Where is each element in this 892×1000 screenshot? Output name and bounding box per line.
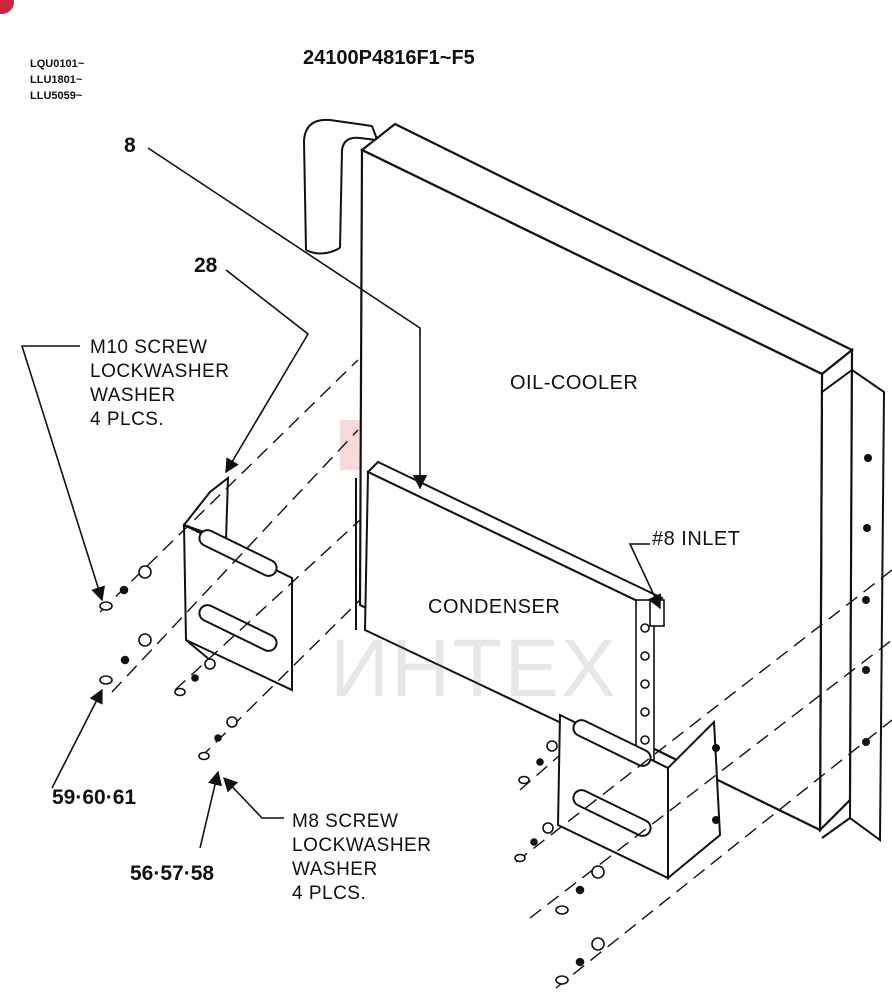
fasteners-left [99, 565, 238, 761]
leader-lines [20, 147, 662, 849]
callout-items-59-60-61: 59·60·61 [52, 786, 137, 809]
label-oil-cooler: OIL-COOLER [510, 372, 639, 394]
note-line: 4 PLCS. [90, 409, 165, 430]
note-line: LOCKWASHER [292, 835, 432, 856]
note-m10: M10 SCREW LOCKWASHER WASHER 4 PLCS. [90, 336, 229, 432]
watermark-text: ИНТЕХ [330, 623, 618, 714]
condenser-header [635, 599, 665, 761]
condenser [355, 460, 664, 767]
model-code: LLU1801~ [30, 74, 83, 86]
note-line: 4 PLCS. [292, 883, 367, 904]
side-plate-bolts [862, 454, 872, 746]
callout-item-8: 8 [124, 134, 136, 157]
side-plate [821, 368, 886, 842]
inlet-pipe [302, 118, 379, 255]
part-number: 24100P4816F1~F5 [303, 47, 475, 69]
fasteners-right [514, 740, 605, 985]
note-line: WASHER [292, 859, 378, 880]
note-line: M10 SCREW [90, 337, 208, 358]
callout-item-28: 28 [194, 254, 218, 277]
label-condenser: CONDENSER [428, 596, 561, 618]
note-line: WASHER [90, 385, 176, 406]
right-bracket [556, 713, 722, 881]
alignment-lines [99, 359, 892, 989]
label-inlet: #8 INLET [652, 528, 741, 550]
model-codes: LQU0101~ LLU1801~ LLU5059~ [30, 56, 84, 104]
note-m8: M8 SCREW LOCKWASHER WASHER 4 PLCS. [292, 810, 431, 906]
note-line: LOCKWASHER [90, 361, 230, 382]
model-code: LLU5059~ [30, 90, 83, 102]
left-bracket [182, 475, 293, 692]
note-line: M8 SCREW [292, 811, 399, 832]
callout-items-56-57-58: 56·57·58 [130, 862, 215, 885]
model-code: LQU0101~ [30, 58, 85, 70]
